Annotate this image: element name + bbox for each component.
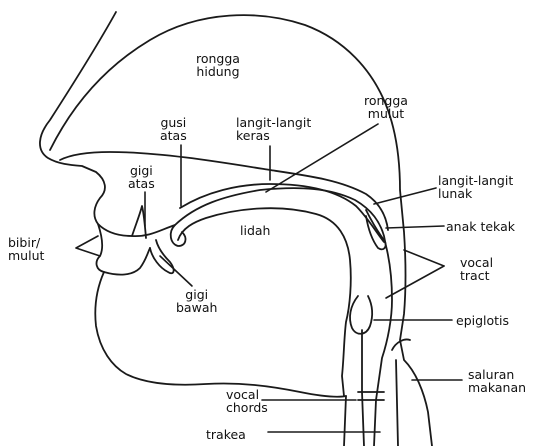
label-langit-langit-keras: langit-langit keras (236, 116, 311, 142)
label-bibir-mulut: bibir/ mulut (8, 236, 44, 262)
label-saluran-makanan: saluran makanan (468, 368, 526, 394)
esophagus-right (396, 360, 398, 446)
palate-upper (60, 152, 388, 230)
palate-lower (180, 184, 384, 242)
upper-teeth (132, 206, 146, 238)
trachea-right (362, 330, 364, 446)
pointer-vocal-tract-a (404, 250, 444, 266)
label-vocal-chords: vocal chords (226, 388, 268, 414)
label-gusi-atas: gusi atas (160, 116, 187, 142)
label-vocal-tract: vocal tract (460, 256, 493, 282)
epiglottis (350, 296, 372, 334)
pointer-langit-lunak (374, 188, 436, 204)
label-gigi-atas: gigi atas (128, 164, 155, 190)
label-epiglotis: epiglotis (456, 314, 509, 327)
label-rongga-hidung: rongga hidung (196, 52, 240, 78)
tongue-tip (171, 225, 186, 246)
label-lidah: lidah (240, 224, 270, 237)
trachea-left (344, 396, 346, 446)
pointer-anak-tekak (386, 226, 444, 228)
label-gigi-bawah: gigi bawah (176, 288, 217, 314)
label-langit-langit-lunak: langit-langit lunak (438, 174, 513, 200)
chin-jaw (95, 272, 346, 397)
label-anak-tekak: anak tekak (446, 220, 515, 233)
pointer-bibir (76, 236, 100, 256)
pointer-vocal-tract-b (386, 266, 444, 298)
label-rongga-mulut: rongga mulut (364, 94, 408, 120)
label-trakea: trakea (206, 428, 246, 441)
lower-lip (97, 224, 150, 275)
